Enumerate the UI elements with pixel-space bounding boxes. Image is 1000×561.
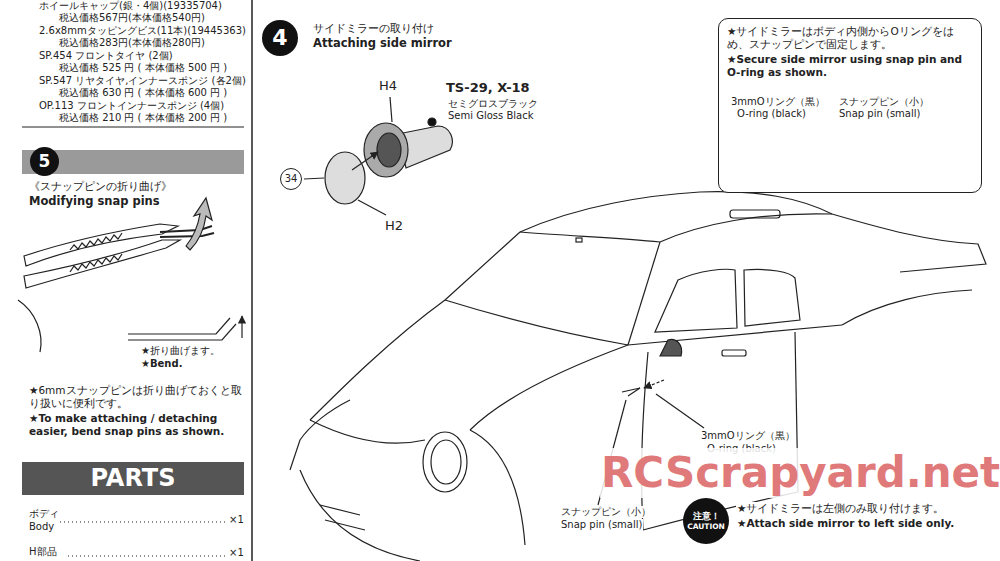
part-label: O-ring (black) <box>736 108 807 120</box>
part-label: スナップピン（小） <box>560 506 652 518</box>
step-heading: 《スナップピンの折り曲げ》 <box>28 180 173 193</box>
caution-badge: 注意！CAUTION <box>683 498 729 544</box>
node-text: 4 <box>272 25 287 51</box>
price-list-text: SP.454 フロントタイヤ (2個) <box>38 50 174 62</box>
paint-name: セミグロスブラック <box>447 98 539 110</box>
note-text: ★To make attaching / detaching easier, b… <box>28 412 248 437</box>
part-label: Snap pin (small) <box>838 108 921 120</box>
page-rules <box>22 0 252 561</box>
price-list-text: 税込価格283円(本体価格280円) <box>58 37 206 49</box>
step-number: 5 <box>30 147 59 176</box>
part-name: H部品 <box>28 546 58 558</box>
node-text: 注意！ <box>693 511 720 522</box>
step-number: 4 <box>262 20 298 56</box>
node-text: PARTS <box>90 464 175 493</box>
part-quantity: ×1 <box>228 514 245 526</box>
caution-text: ★サイドミラーは左側のみ取り付けます。 <box>736 502 945 515</box>
part-label: H2 <box>384 218 404 234</box>
note-text: ★サイドミラーはボディ内側からOリングをはめ、スナップピンで固定します。 <box>727 25 973 50</box>
price-list-text: 税込価格 210 円 ( 本体価格 200 円 ) <box>58 112 228 124</box>
node-text: 5 <box>39 151 51 171</box>
price-list-text: 税込価格567円(本体価格540円) <box>58 12 206 24</box>
part-label: 3mmOリング（黒） <box>730 96 826 108</box>
car-body-figure <box>290 192 986 561</box>
price-list-text: OP.113 フロントインナースポンジ (4個) <box>38 100 225 112</box>
caution-text: ★Attach side mirror to left side only. <box>736 517 955 530</box>
price-list-text: 税込価格 525 円 ( 本体価格 500 円 ) <box>58 62 228 74</box>
price-list-text: 2.6x8mmタッピングビス(11本)(19445363) <box>38 25 247 37</box>
node-text: 34 <box>285 173 298 185</box>
step-heading: Attaching side mirror <box>312 37 453 51</box>
part-name: ボディ <box>28 508 60 520</box>
part-label: Snap pin (small) <box>560 519 643 531</box>
part-name: Body <box>28 521 55 533</box>
paint-code: TS-29, X-18 <box>445 80 531 96</box>
price-list-text: 税込価格 630 円 ( 本体価格 600 円 ) <box>58 87 228 99</box>
part-label: スナップピン（小） <box>838 96 930 108</box>
price-list-text: SP.547 リヤタイヤ,インナースポンジ (各2個) <box>38 75 247 87</box>
part-label: H4 <box>378 78 398 94</box>
step-heading: Modifying snap pins <box>28 195 161 209</box>
note-text: ★Secure side mirror using snap pin and O… <box>727 53 973 78</box>
node-text: CAUTION <box>687 522 725 531</box>
note-text: ★Bend. <box>140 358 183 370</box>
pliers-figure <box>18 198 214 352</box>
price-list-text: ホイールキャップ(銀・4個)(19335704) <box>38 0 223 12</box>
watermark: RCScrapyard.net <box>600 448 1000 498</box>
part-quantity: ×1 <box>228 547 245 559</box>
note-text: ★折り曲げます。 <box>140 345 221 357</box>
bent-pin-figure <box>128 316 242 340</box>
part-label: 3mmOリング（黒） <box>700 430 796 442</box>
note-text: ★6mmスナップピンは折り曲げておくと取り扱いに便利です。 <box>28 384 248 409</box>
mirror-parts-figure <box>304 97 452 215</box>
callout-number: 34 <box>280 168 302 190</box>
paint-name: Semi Gloss Black <box>447 110 535 122</box>
section-band: PARTS <box>22 462 244 495</box>
step-heading: サイドミラーの取り付け <box>312 22 435 35</box>
